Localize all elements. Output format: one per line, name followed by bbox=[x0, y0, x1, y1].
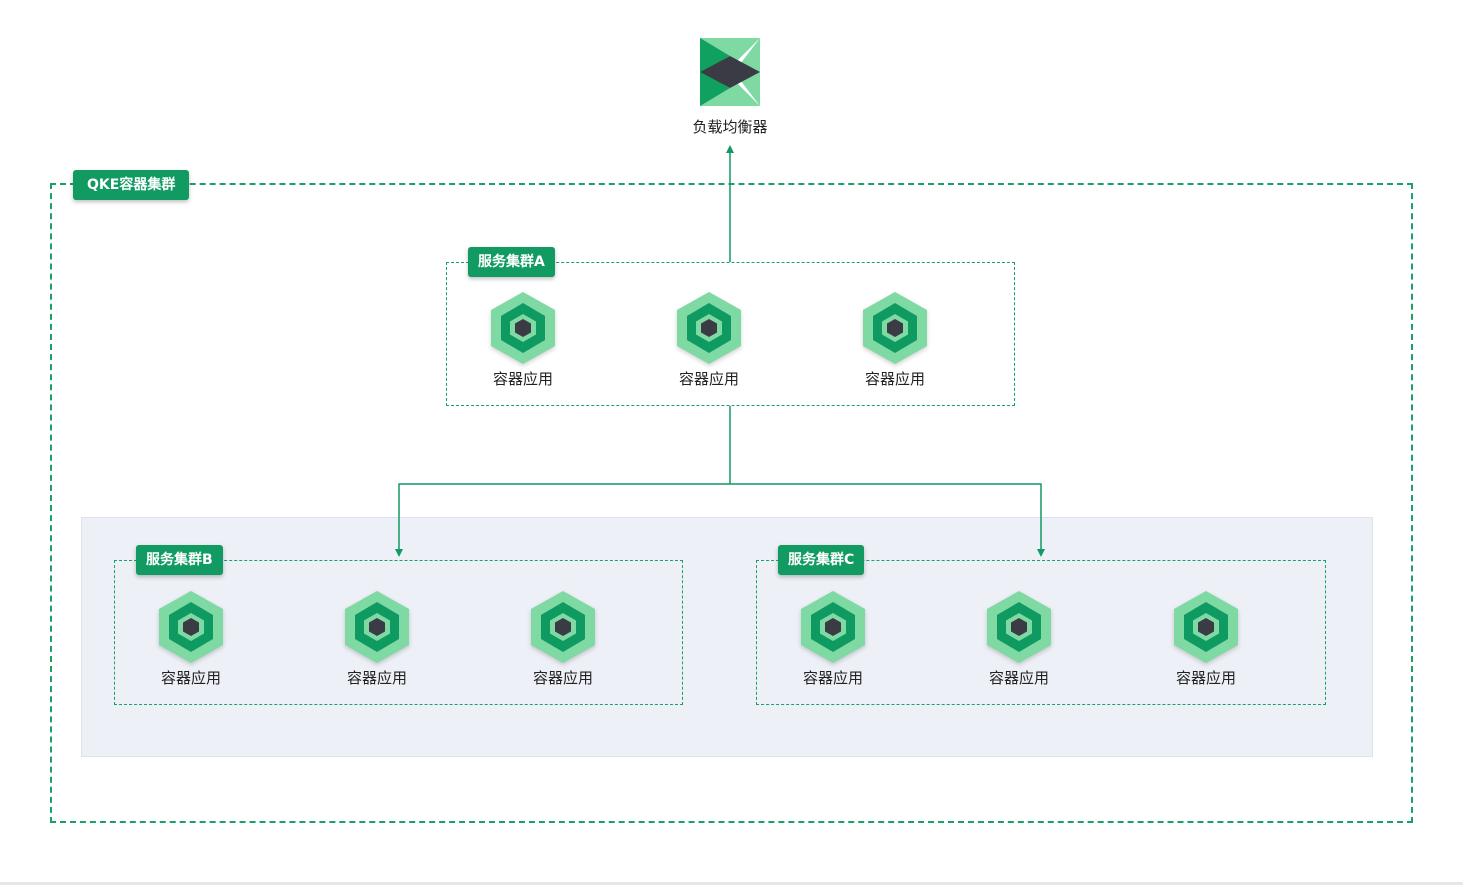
load-balancer-label: 负载均衡器 bbox=[692, 118, 768, 136]
container-app-label: 容器应用 bbox=[1175, 669, 1236, 687]
container-app-icon bbox=[1174, 591, 1238, 663]
container-app: 容器应用 bbox=[1151, 589, 1261, 688]
container-app: 容器应用 bbox=[778, 589, 888, 688]
service-cluster-a-tag: 服务集群A bbox=[468, 247, 555, 277]
container-app-icon bbox=[491, 292, 555, 364]
container-app-icon bbox=[801, 591, 865, 663]
service-cluster-b-tag: 服务集群B bbox=[136, 545, 223, 575]
load-balancer: 负载均衡器 bbox=[684, 36, 776, 137]
container-app-icon bbox=[987, 591, 1051, 663]
container-app-label: 容器应用 bbox=[346, 669, 407, 687]
service-cluster-a: 服务集群A bbox=[446, 247, 1015, 406]
qke-cluster-boundary bbox=[50, 183, 1413, 823]
container-app: 容器应用 bbox=[468, 290, 578, 389]
qke-cluster-tag: QKE容器集群 bbox=[73, 170, 190, 200]
container-app-label: 容器应用 bbox=[864, 370, 925, 388]
container-app-icon bbox=[159, 591, 223, 663]
container-app-icon bbox=[345, 591, 409, 663]
container-app-label: 容器应用 bbox=[802, 669, 863, 687]
container-app: 容器应用 bbox=[964, 589, 1074, 688]
container-app: 容器应用 bbox=[322, 589, 432, 688]
downstream-cluster-band bbox=[81, 517, 1373, 757]
load-balancer-icon bbox=[700, 38, 760, 106]
container-app: 容器应用 bbox=[654, 290, 764, 389]
container-app: 容器应用 bbox=[136, 589, 246, 688]
container-app-label: 容器应用 bbox=[160, 669, 221, 687]
service-cluster-c: 服务集群C bbox=[756, 545, 1326, 705]
container-app-label: 容器应用 bbox=[492, 370, 553, 388]
container-app-icon bbox=[677, 292, 741, 364]
container-app-icon bbox=[531, 591, 595, 663]
service-cluster-b: 服务集群B bbox=[114, 545, 683, 705]
container-app-label: 容器应用 bbox=[988, 669, 1049, 687]
container-app-icon bbox=[863, 292, 927, 364]
container-app-label: 容器应用 bbox=[678, 370, 739, 388]
container-app: 容器应用 bbox=[840, 290, 950, 389]
container-app-label: 容器应用 bbox=[532, 669, 593, 687]
service-cluster-c-tag: 服务集群C bbox=[778, 545, 865, 575]
container-app: 容器应用 bbox=[508, 589, 618, 688]
bottom-divider bbox=[0, 882, 1463, 885]
